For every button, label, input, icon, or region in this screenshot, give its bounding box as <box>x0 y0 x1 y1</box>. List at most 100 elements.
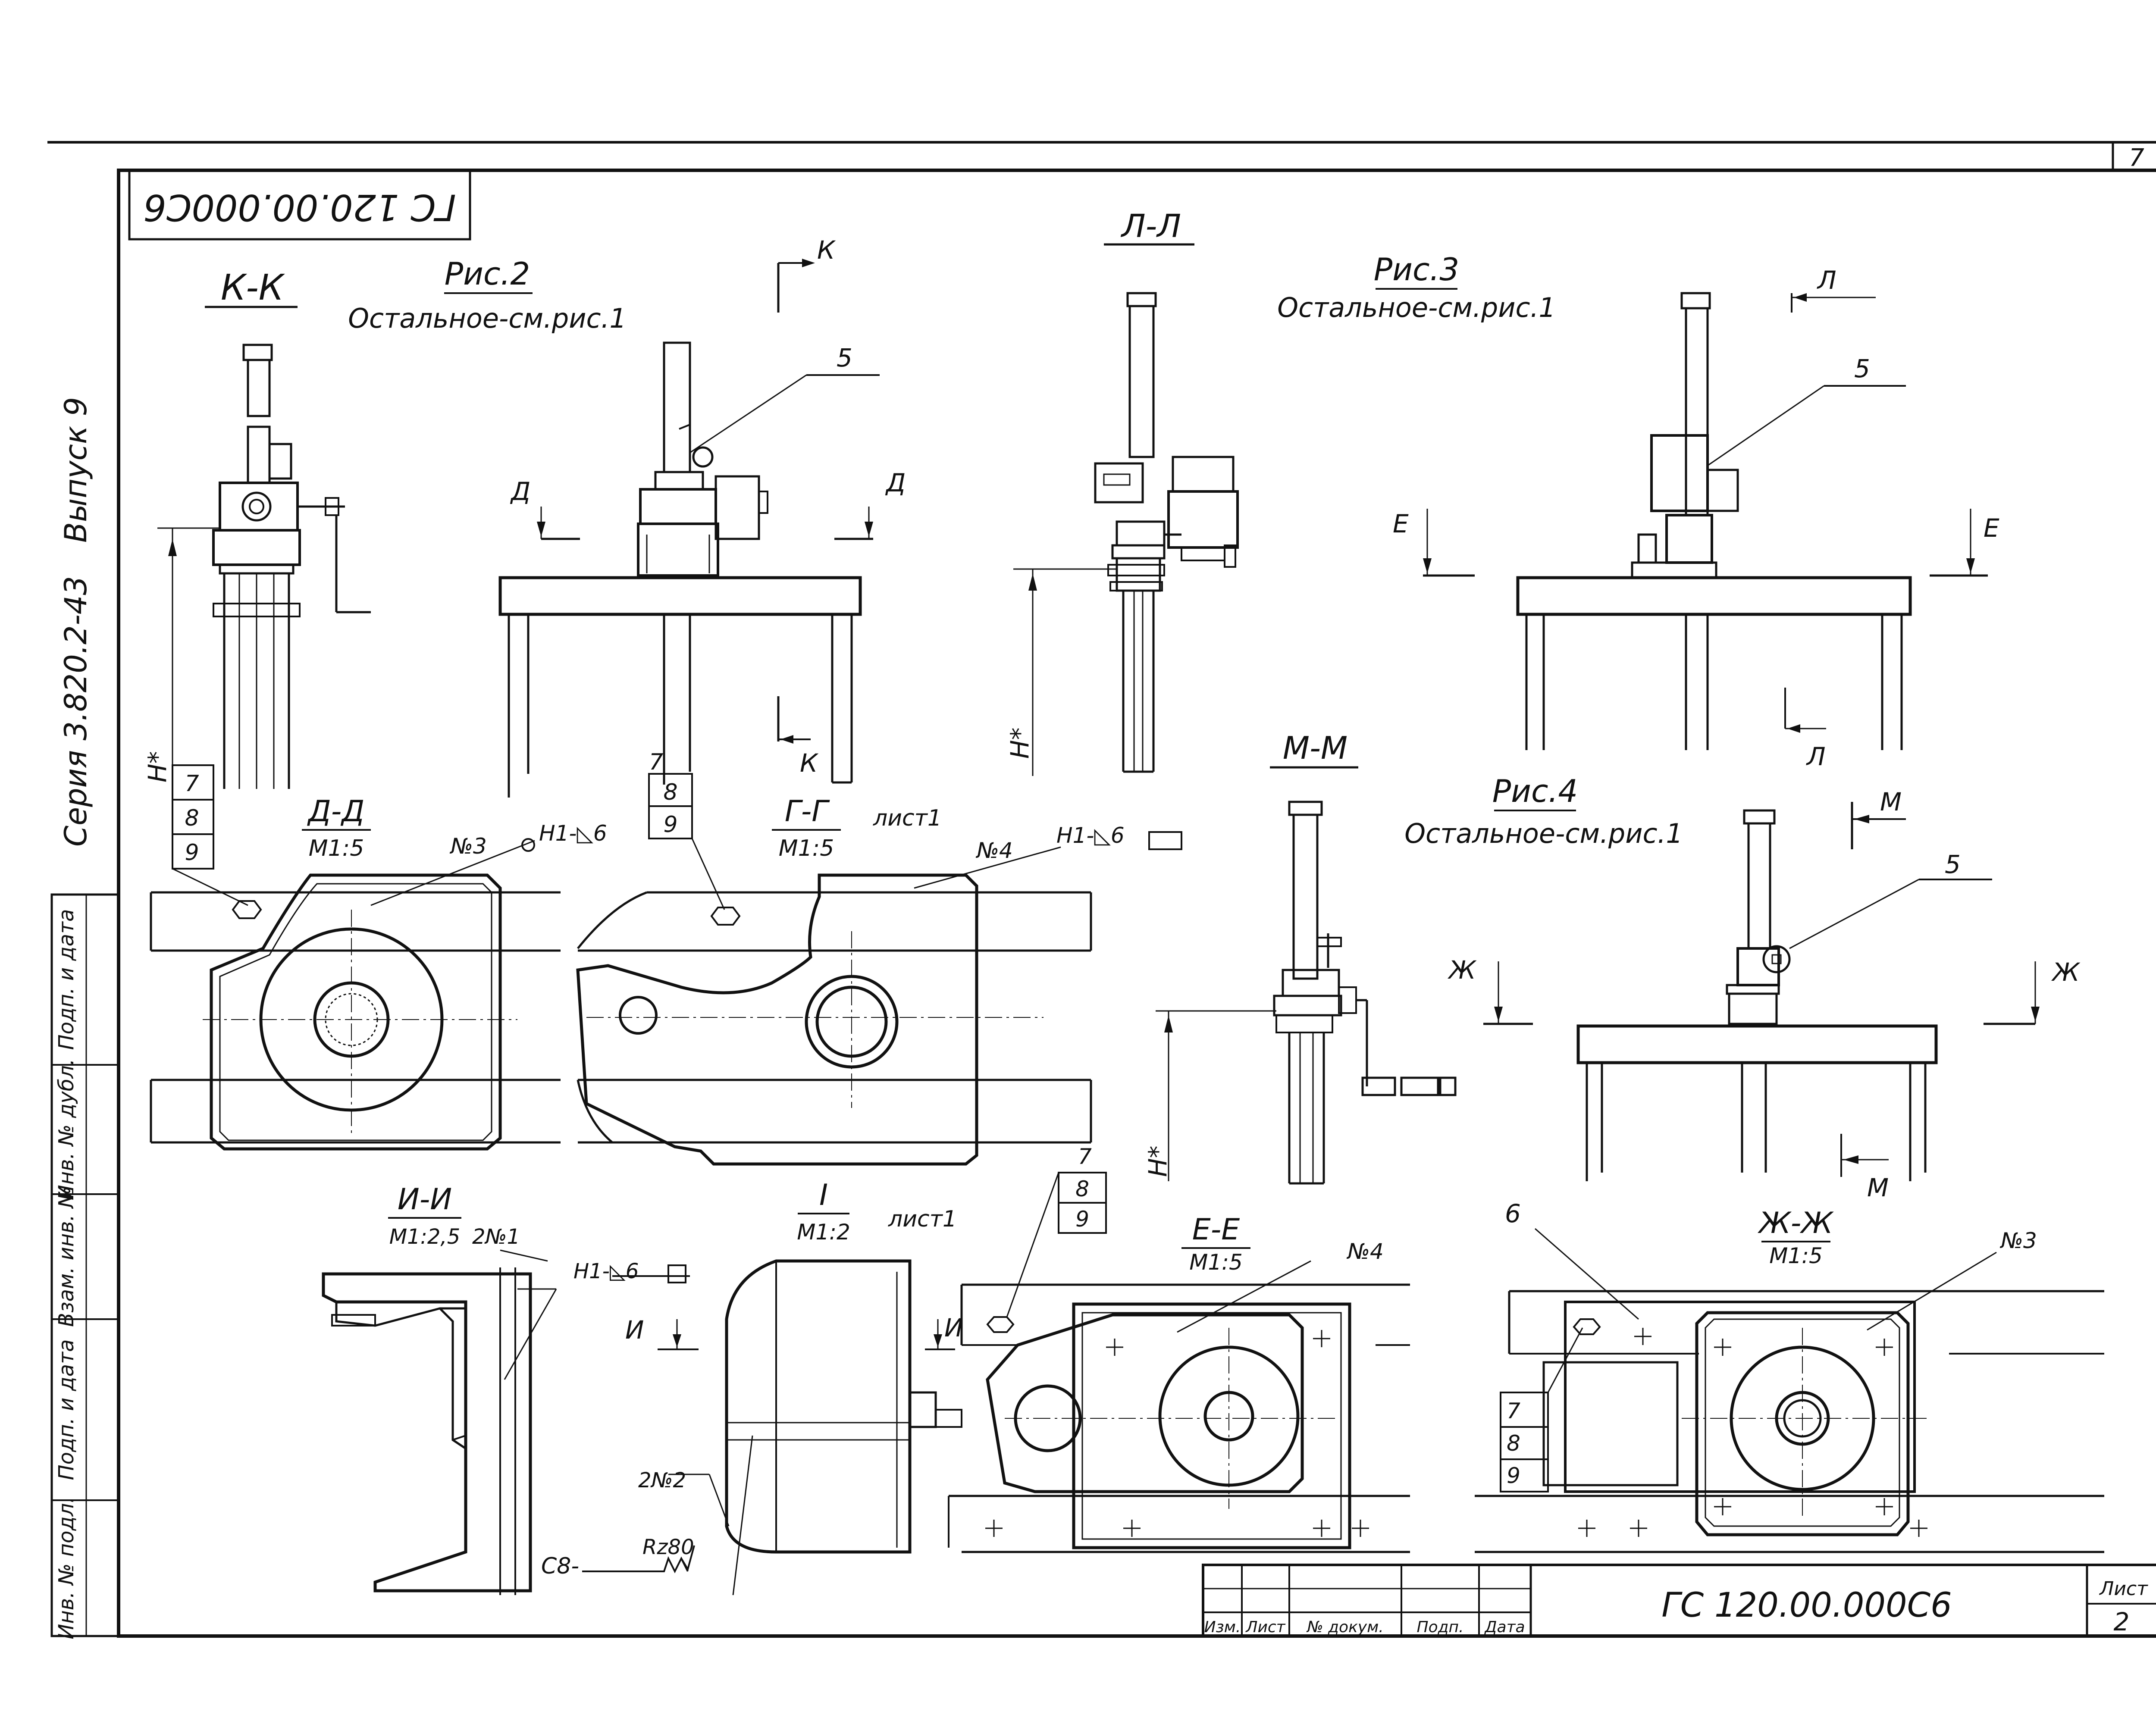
zhzh-n8: 8 <box>1507 1431 1520 1456</box>
section-ii-title: И-И <box>398 1183 452 1217</box>
fig3-e-left: Е <box>1393 509 1409 538</box>
title-block-sheet-number: 2 <box>2114 1607 2130 1636</box>
fig4-m-bottom: М <box>1867 1173 1889 1202</box>
fig3-title: Рис.3 <box>1374 251 1460 288</box>
dd-weld-h1: H1-◺6 <box>539 821 607 846</box>
detail-i-plane-left: И <box>625 1315 644 1345</box>
ii-weld-2n1: 2№1 <box>472 1225 520 1249</box>
section-dd-title: Д-Д <box>307 795 365 829</box>
gg-n8: 8 <box>663 779 677 805</box>
title-block <box>1202 1564 2156 1637</box>
tb-header-sheet: Лист <box>1245 1618 1285 1636</box>
sheet-corner-number: 7 <box>2129 144 2144 172</box>
title-block-code: ГС 120.00.000С6 <box>1661 1586 1952 1625</box>
section-zhzh-view: Ж-Ж М1:5 №3 6 <box>1475 1199 2104 1553</box>
fig2-view: Рис.2 Остальное-см.рис.1 К Д <box>348 235 906 798</box>
detail-i-plane-right: И <box>944 1313 963 1342</box>
series-label: Серия 3.820.2-43 <box>58 576 94 847</box>
inverted-code-box: ГС 120.00.000С6 <box>128 169 471 241</box>
detail-i-view: I М1:2 лист1 И И <box>582 1178 963 1596</box>
detail-i-scale: М1:2 <box>797 1220 850 1245</box>
ll-h-star: H* <box>1005 727 1034 759</box>
fig3-item-5: 5 <box>1854 354 1870 383</box>
dd-n9: 9 <box>185 840 199 866</box>
fig2-item-5: 5 <box>837 343 852 372</box>
fig4-item-5: 5 <box>1945 850 1961 879</box>
stamp-sign-date-1: Подп. и дата <box>54 909 78 1050</box>
fig4-zh-left: Ж <box>1448 955 1477 985</box>
zhzh-weld-n3: №3 <box>1999 1228 2037 1253</box>
detail-i-title: I <box>819 1178 828 1212</box>
issue-label: Выпуск 9 <box>58 397 94 543</box>
section-ll-title: Л-Л <box>1120 208 1181 245</box>
fig3-l-top: Л <box>1817 266 1836 295</box>
dd-weld-n3: №3 <box>449 834 487 859</box>
kk-h-star: H* <box>143 751 172 782</box>
inverted-code: ГС 120.00.000С6 <box>143 186 456 228</box>
section-gg-scale: М1:5 <box>779 835 834 861</box>
section-kk-view: К-К <box>157 267 371 789</box>
stamp-sign-date-2: Подп. и дата <box>54 1339 78 1480</box>
tb-header-change: Изм. <box>1204 1618 1241 1636</box>
fig2-title: Рис.2 <box>445 256 530 292</box>
section-ii-view: И-И М1:2,5 2№1 <box>322 1183 690 1595</box>
ee-n7: 7 <box>1078 1144 1092 1169</box>
section-mm-title: М-М <box>1283 730 1348 766</box>
fig2-k-top: К <box>817 235 836 265</box>
mm-h-star: H* <box>1143 1145 1172 1177</box>
section-gg-title: Г-Г <box>785 795 830 829</box>
fig4-m-top: М <box>1880 787 1902 817</box>
dd-n7: 7 <box>185 771 199 797</box>
gg-n7: 7 <box>649 749 663 775</box>
title-block-sheet-label: Лист <box>2099 1578 2148 1600</box>
fig3-view: Рис.3 Остальное-см.рис.1 Л Е Е Л <box>1277 251 1999 771</box>
fig3-l-bottom: Л <box>1806 742 1826 771</box>
zhzh-n9: 9 <box>1507 1463 1520 1488</box>
tb-header-date: Дата <box>1484 1618 1525 1636</box>
stamp-orig-inv: Инв. № подл. <box>54 1496 78 1639</box>
zhzh-item-6: 6 <box>1505 1199 1521 1228</box>
tb-header-sign: Подп. <box>1417 1618 1464 1636</box>
tb-header-doc: № докум. <box>1306 1618 1383 1636</box>
fig2-d-left: Д <box>510 477 530 506</box>
ee-n9: 9 <box>1075 1207 1089 1232</box>
section-kk-title: К-К <box>221 267 285 308</box>
ii-weld-h1: H1-◺6 <box>573 1259 639 1283</box>
section-gg-note: лист1 <box>873 805 942 831</box>
section-gg-view: Г-Г М1:5 лист1 <box>576 773 1182 1166</box>
fig3-e-right: Е <box>1984 513 1999 543</box>
gg-weld-n4: №4 <box>975 838 1013 863</box>
detail-weld-2n2: 2№2 <box>638 1468 686 1492</box>
section-mm-view: М-М <box>1156 730 1457 1185</box>
detail-rz80: Rz80 <box>642 1535 694 1559</box>
sheet-frame <box>47 141 2156 1638</box>
zhzh-n7: 7 <box>1507 1398 1520 1424</box>
section-ee-title: Е-Е <box>1192 1213 1240 1247</box>
side-margin: Серия 3.820.2-43 Выпуск 9 Подп. и дата И… <box>50 397 120 1639</box>
detail-c8: C8- <box>541 1553 579 1579</box>
section-ii-scale: М1:2,5 <box>389 1225 460 1249</box>
section-ee-view: Е-Е М1:5 №4 <box>948 1172 1410 1553</box>
fig4-view: Рис.4 Остальное-см.рис.1 М Ж Ж М <box>1404 773 2081 1202</box>
gg-weld-h1: H1-◺6 <box>1056 823 1125 848</box>
section-ee-scale: М1:5 <box>1189 1250 1243 1275</box>
dd-n8: 8 <box>185 805 199 831</box>
fig2-note: Остальное-см.рис.1 <box>348 303 627 334</box>
ee-weld-n4: №4 <box>1346 1239 1384 1264</box>
section-dd-view: Д-Д М1:5 <box>150 764 561 1151</box>
gg-n9: 9 <box>663 812 677 838</box>
ee-n8: 8 <box>1075 1176 1089 1201</box>
section-dd-scale: М1:5 <box>309 835 364 861</box>
fig4-zh-right: Ж <box>2051 957 2081 987</box>
fig2-d-right: Д <box>885 468 906 497</box>
stamp-dup-inv: Инв. № дубл. <box>54 1059 78 1200</box>
section-zhzh-scale: М1:5 <box>1769 1243 1823 1268</box>
stamp-replace-inv: Взам. инв. № <box>54 1186 78 1327</box>
fig3-note: Остальное-см.рис.1 <box>1277 292 1556 323</box>
fig4-note: Остальное-см.рис.1 <box>1404 818 1683 849</box>
section-ll-view: Л-Л <box>1013 208 1239 776</box>
fig2-k-bottom: К <box>800 748 819 778</box>
fig4-title: Рис.4 <box>1492 773 1578 809</box>
detail-i-note: лист1 <box>888 1206 957 1232</box>
